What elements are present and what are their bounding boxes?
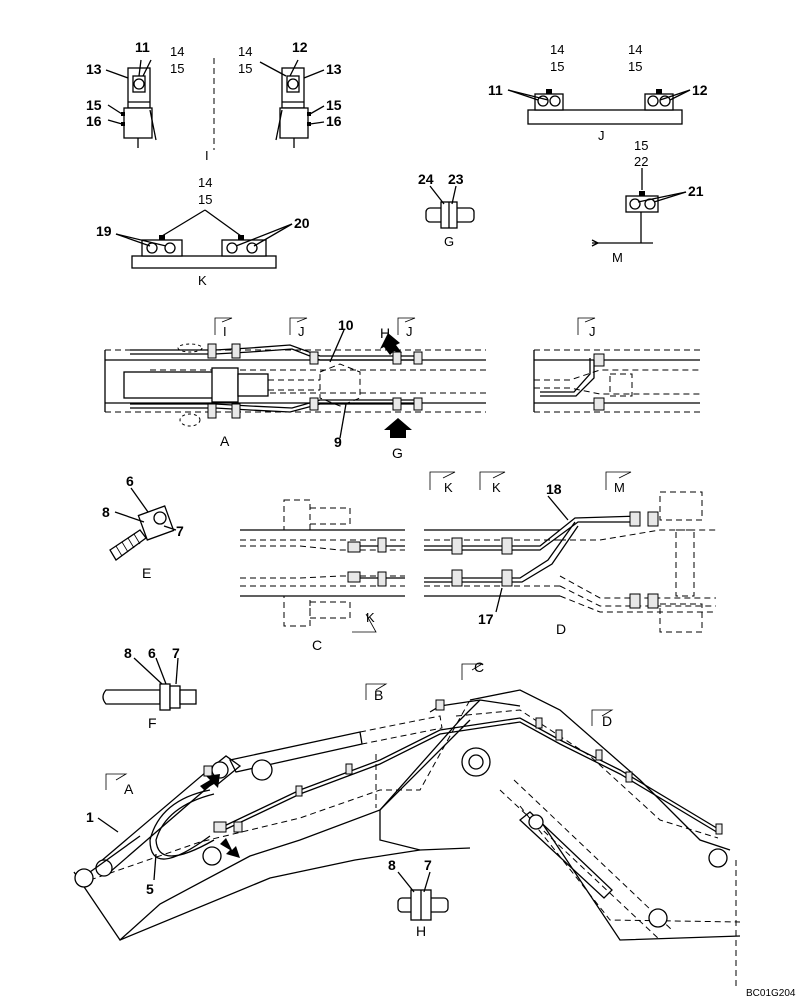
label-8: 8 xyxy=(124,645,132,661)
label-22: 22 xyxy=(634,154,648,169)
label-8: 8 xyxy=(388,857,396,873)
view-label-g: G xyxy=(444,234,454,249)
view-label-c: C xyxy=(312,637,322,653)
label-16: 16 xyxy=(326,113,342,129)
label-24: 24 xyxy=(418,171,434,187)
view-label-a: A xyxy=(220,433,230,449)
view-label-h: H xyxy=(416,923,426,939)
label-12: 12 xyxy=(692,82,708,98)
view-e: 6 8 7 E xyxy=(102,473,184,581)
label-19: 19 xyxy=(96,223,112,239)
label-14: 14 xyxy=(198,175,212,190)
view-label-j: J xyxy=(598,128,605,143)
label-15: 15 xyxy=(628,59,642,74)
view-a: I J J J xyxy=(104,317,700,461)
label-21: 21 xyxy=(688,183,704,199)
view-label-f: F xyxy=(148,715,157,731)
label-13: 13 xyxy=(326,61,342,77)
label-14: 14 xyxy=(170,44,184,59)
label-1: 1 xyxy=(86,809,94,825)
section-j: J xyxy=(298,324,305,339)
view-label-d: D xyxy=(556,621,566,637)
view-label-m: M xyxy=(612,250,623,265)
label-13: 13 xyxy=(86,61,102,77)
view-m: 15 22 21 M xyxy=(591,138,704,265)
label-23: 23 xyxy=(448,171,464,187)
label-8: 8 xyxy=(102,504,110,520)
label-15: 15 xyxy=(198,192,212,207)
label-16: 16 xyxy=(86,113,102,129)
section-i: I xyxy=(223,324,227,339)
section-m: M xyxy=(614,480,625,495)
section-c: C xyxy=(474,659,484,675)
section-k: K xyxy=(444,480,453,495)
label-15: 15 xyxy=(550,59,564,74)
boom-side-view: A B C D xyxy=(73,659,741,990)
section-j: J xyxy=(589,324,596,339)
section-b: B xyxy=(374,687,383,703)
label-11: 11 xyxy=(135,39,150,55)
label-20: 20 xyxy=(294,215,310,231)
label-7: 7 xyxy=(424,857,432,873)
label-7: 7 xyxy=(172,645,180,661)
view-i: 11 14 15 13 15 16 I 14 12 15 13 15 16 xyxy=(86,39,342,163)
label-15: 15 xyxy=(170,61,184,76)
label-14: 14 xyxy=(238,44,252,59)
label-11: 11 xyxy=(488,82,503,98)
label-15: 15 xyxy=(238,61,252,76)
view-g-detail: 24 23 G xyxy=(418,171,475,249)
view-k: 14 15 19 20 K xyxy=(96,175,310,288)
label-17: 17 xyxy=(478,611,494,627)
view-label-k: K xyxy=(198,273,207,288)
label-15: 15 xyxy=(86,97,102,113)
label-10: 10 xyxy=(338,317,354,333)
drawing-reference: BC01G204 xyxy=(746,988,796,999)
view-f: 8 6 7 F xyxy=(102,645,197,731)
label-6: 6 xyxy=(126,473,134,489)
view-h: 8 7 H xyxy=(388,857,449,939)
label-7: 7 xyxy=(176,523,184,539)
label-15: 15 xyxy=(634,138,648,153)
view-label-i: I xyxy=(205,148,209,163)
label-9: 9 xyxy=(334,434,342,450)
view-j: 14 15 14 15 11 12 J xyxy=(488,42,708,143)
label-12: 12 xyxy=(292,39,308,55)
label-15: 15 xyxy=(326,97,342,113)
label-6: 6 xyxy=(148,645,156,661)
marker-g: G xyxy=(392,445,403,461)
view-label-e: E xyxy=(142,565,151,581)
label-5: 5 xyxy=(146,881,154,897)
label-14: 14 xyxy=(550,42,564,57)
marker-h: H xyxy=(380,325,390,341)
section-a: A xyxy=(124,781,134,797)
section-k: K xyxy=(492,480,501,495)
label-18: 18 xyxy=(546,481,562,497)
view-d: K K M 18 17 D xyxy=(424,471,716,637)
section-k: K xyxy=(366,610,375,625)
label-14: 14 xyxy=(628,42,642,57)
section-j: J xyxy=(406,324,413,339)
view-c: K C xyxy=(240,499,405,653)
section-d: D xyxy=(602,713,612,729)
